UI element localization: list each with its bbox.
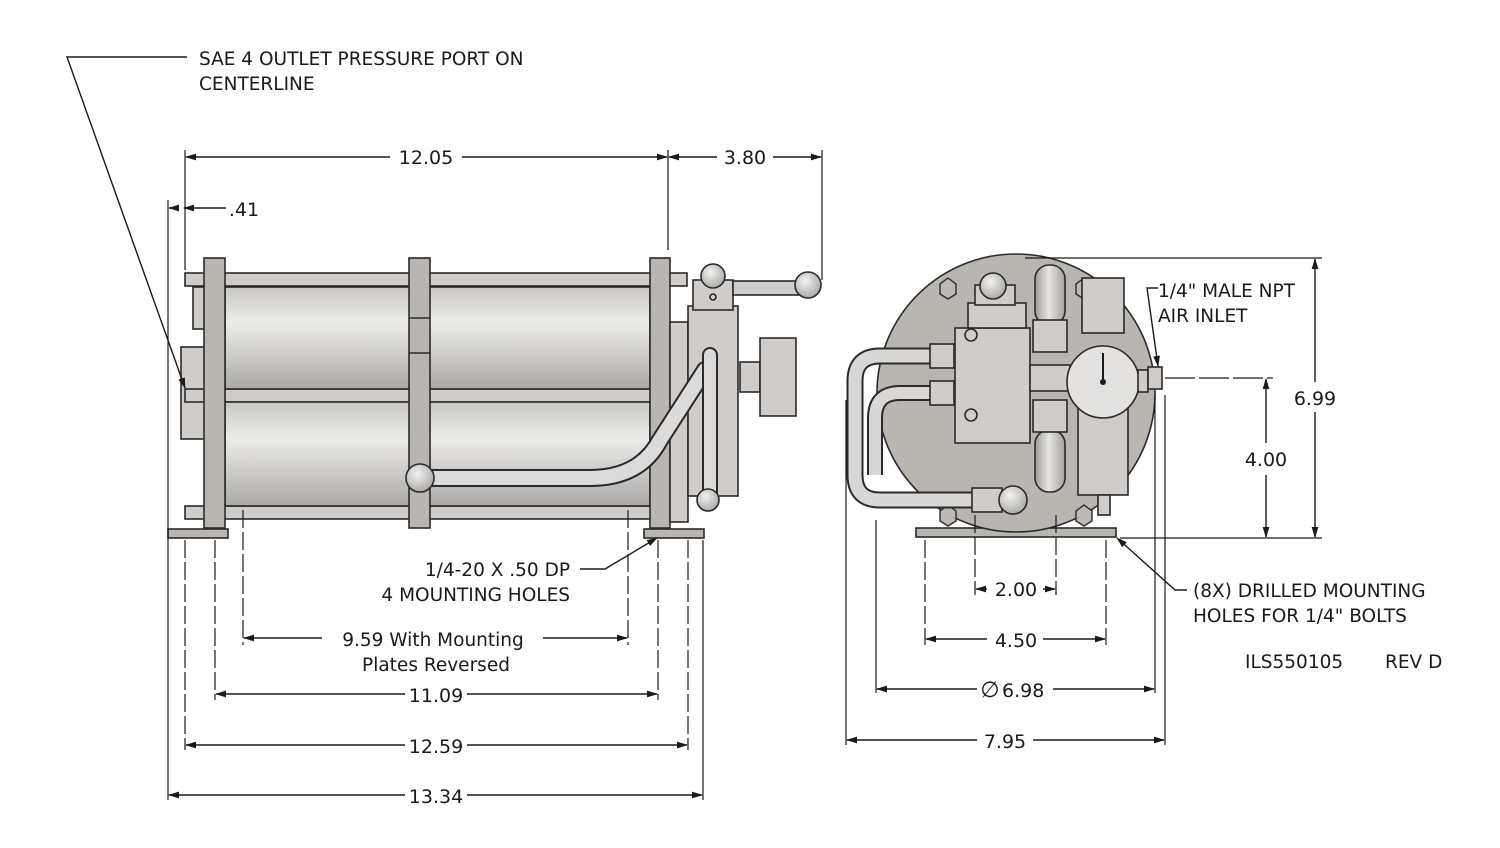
outlet-fitting [971, 487, 1003, 513]
note-outlet-port-1: SAE 4 OUTLET PRESSURE PORT ON [199, 49, 524, 70]
handle-lever[interactable] [732, 280, 804, 296]
lower-canister [1034, 429, 1066, 493]
dim-0-41: .41 [229, 199, 259, 221]
dim-2-00: 2.00 [995, 579, 1037, 601]
end-valve-block [954, 327, 1031, 444]
note-air-inlet-1: 1/4" MALE NPT [1158, 281, 1296, 302]
lower-fitting [696, 488, 720, 512]
valve-knob [700, 263, 726, 289]
dim-12-59: 12.59 [409, 736, 463, 758]
dim-7-95: 7.95 [984, 731, 1026, 753]
cylinder-upper [224, 286, 651, 390]
gauge-stem [739, 361, 761, 393]
note-mounting-holes-2: 4 MOUNTING HOLES [381, 585, 570, 606]
note-outlet-port-2: CENTERLINE [199, 74, 315, 95]
side-view-dimensions: 12.05 3.80 .41 1/4-20 X .50 DP 4 MOUNTIN… [66, 56, 823, 808]
outlet-leader [66, 56, 187, 390]
note-reversed-1: 9.59 With Mounting [342, 630, 524, 651]
handle-ball[interactable] [794, 271, 822, 299]
air-inlet-fitting [1147, 366, 1163, 390]
dim-4-00: 4.00 [1245, 449, 1287, 471]
end-valve-knob [979, 272, 1007, 300]
tie-rod-bottom [184, 505, 688, 520]
note-air-inlet-2: AIR INLET [1158, 306, 1248, 327]
note-drilled-2: HOLES FOR 1/4" BOLTS [1193, 606, 1407, 627]
end-view [846, 253, 1163, 538]
side-view [167, 257, 822, 539]
right-end-plate [649, 257, 671, 529]
pressure-pipe [421, 363, 712, 485]
loop-tube-inner [869, 387, 940, 475]
revision: REV D [1385, 652, 1442, 673]
dim-11-09: 11.09 [409, 685, 463, 707]
end-view-dimensions: 6.99 4.00 1/4" MALE NPT AIR INLET (8X) D… [845, 257, 1426, 753]
note-drilled-1: (8X) DRILLED MOUNTING [1193, 581, 1426, 602]
center-plate [408, 257, 431, 529]
dim-6-98: 6.98 [1002, 680, 1044, 702]
regulator-top [1081, 277, 1125, 334]
left-end-plate [203, 257, 226, 529]
dim-4-50: 4.50 [995, 630, 1037, 652]
upper-canister [1034, 264, 1066, 326]
tie-rod-top [184, 272, 688, 287]
pressure-gauge-side [759, 337, 797, 417]
dim-13-34: 13.34 [409, 786, 463, 808]
dim-12-05: 12.05 [399, 147, 453, 169]
tie-rod-middle [184, 388, 688, 403]
loop-tube-outer [848, 349, 975, 507]
dim-6-99: 6.99 [1294, 388, 1336, 410]
mounting-foot-left [167, 528, 229, 539]
part-number: ILS550105 [1245, 652, 1343, 673]
diameter-symbol: ∅ [980, 678, 999, 703]
mounting-foot-right [643, 528, 705, 539]
note-reversed-2: Plates Reversed [362, 655, 510, 676]
cylinder-lower [224, 401, 651, 507]
dim-3-80: 3.80 [724, 147, 766, 169]
note-mounting-holes-1: 1/4-20 X .50 DP [425, 560, 570, 581]
elbow-fitting [405, 463, 435, 493]
left-fitting [192, 286, 206, 330]
